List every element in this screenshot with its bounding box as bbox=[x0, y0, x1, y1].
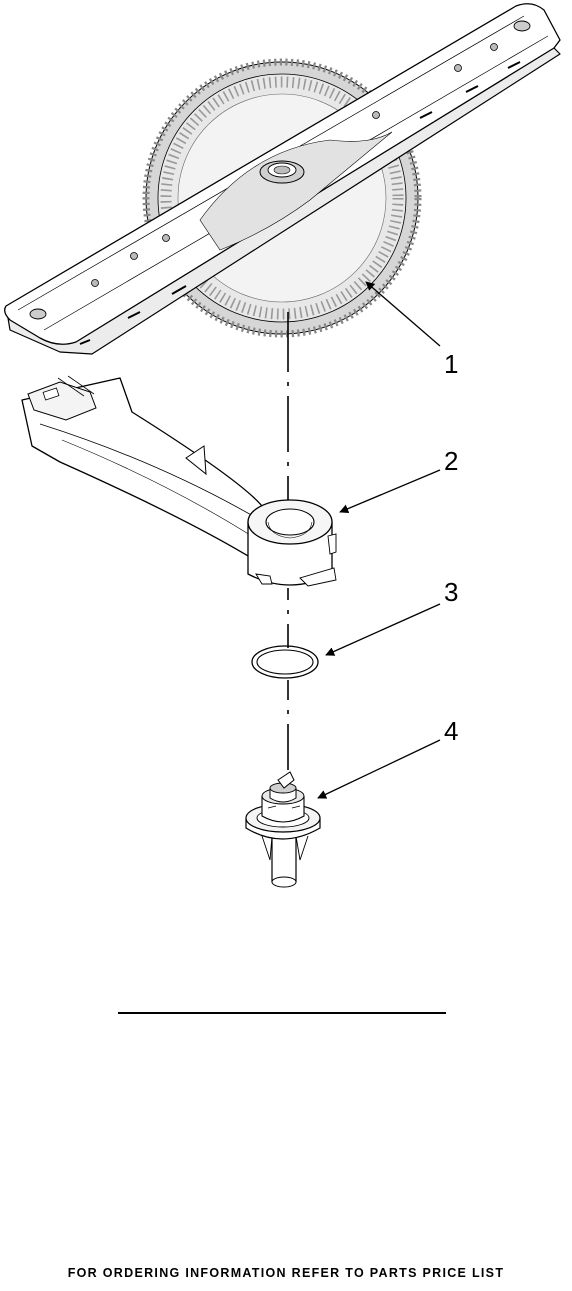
o-ring-part bbox=[252, 646, 318, 678]
spray-arm-part bbox=[5, 4, 560, 354]
leader-arrow-2 bbox=[340, 470, 440, 512]
leader-arrow-3 bbox=[326, 604, 440, 655]
bearing-part bbox=[246, 772, 320, 887]
divider-rule bbox=[118, 1012, 446, 1014]
callout-number-4: 4 bbox=[444, 718, 458, 744]
callout-number-3: 3 bbox=[444, 579, 458, 605]
manifold-part bbox=[22, 376, 336, 586]
callout-number-2: 2 bbox=[444, 448, 458, 474]
footer-ordering-note: FOR ORDERING INFORMATION REFER TO PARTS … bbox=[0, 1266, 572, 1280]
callout-number-1: 1 bbox=[444, 351, 458, 377]
leader-arrow-4 bbox=[318, 740, 440, 798]
leader-arrow-1 bbox=[366, 282, 440, 346]
